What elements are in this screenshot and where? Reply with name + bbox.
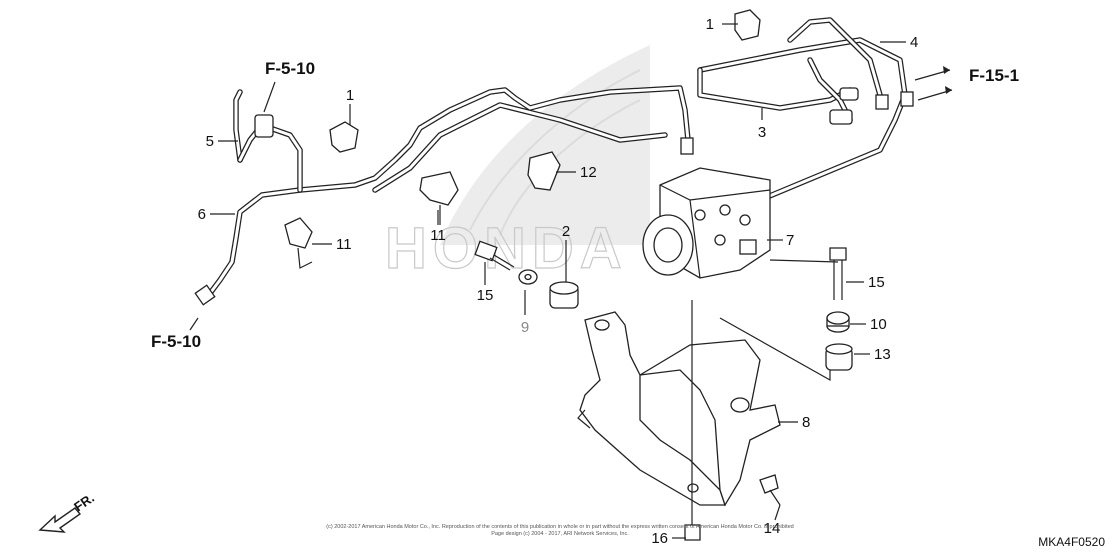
label-part-6: 6	[198, 206, 206, 223]
copyright-line-2: Page design (c) 2004 - 2017, ARI Network…	[491, 531, 629, 537]
ref-f-15-1[interactable]: F-15-1	[969, 66, 1019, 85]
label-part-2: 2	[562, 223, 570, 240]
holder-12	[527, 151, 561, 191]
diagram-code: MKA4F0520	[1038, 535, 1105, 549]
holder-11-a	[419, 171, 459, 225]
honda-wing-watermark	[440, 45, 650, 245]
label-part-15-right: 15	[868, 274, 885, 291]
clip-1-top	[734, 9, 761, 41]
brake-pipe-3-4	[697, 17, 914, 203]
label-part-1-top: 1	[706, 16, 714, 33]
clip-1-left	[329, 121, 359, 153]
front-arrow-icon	[38, 507, 82, 533]
assembly-guide-line	[719, 317, 831, 382]
ref-f-5-10-bottom[interactable]: F-5-10	[151, 332, 201, 351]
label-part-1-left: 1	[346, 87, 354, 104]
label-part-3: 3	[758, 124, 766, 141]
label-part-7: 7	[786, 232, 794, 249]
grommet-2	[549, 281, 579, 309]
label-part-5: 5	[206, 133, 214, 150]
label-part-14: 14	[764, 520, 781, 537]
collar-10	[826, 311, 850, 333]
label-part-9: 9	[521, 319, 529, 336]
holder-11-b	[284, 217, 313, 269]
label-part-11-a: 11	[430, 227, 446, 244]
f15-arrows	[914, 66, 953, 101]
assembly-guide-line-2	[769, 259, 839, 263]
label-part-13: 13	[874, 346, 891, 363]
label-part-16: 16	[651, 530, 668, 547]
label-part-8: 8	[802, 414, 810, 431]
label-part-11-b: 11	[336, 236, 352, 253]
watermark-text: HONDA	[385, 216, 628, 281]
ref-f-5-10-top[interactable]: F-5-10	[265, 59, 315, 78]
leader-lines	[189, 23, 906, 539]
bolt-15-left	[474, 240, 515, 271]
bolt-14	[759, 474, 781, 506]
copyright-line-1: (c) 2002-2017 American Honda Motor Co., …	[326, 524, 793, 530]
brake-pipe-6	[194, 85, 694, 306]
bolt-16	[684, 300, 701, 541]
label-part-15-left: 15	[477, 287, 494, 304]
abs-modulator-7	[642, 167, 771, 279]
label-part-12: 12	[580, 164, 597, 181]
rubber-13	[825, 343, 853, 371]
abs-bracket-8	[577, 311, 781, 507]
brake-pipe-5	[233, 89, 274, 163]
bolt-15-right	[829, 247, 847, 300]
label-part-10: 10	[870, 316, 887, 333]
collar-9	[518, 269, 538, 285]
label-part-4: 4	[910, 34, 918, 51]
